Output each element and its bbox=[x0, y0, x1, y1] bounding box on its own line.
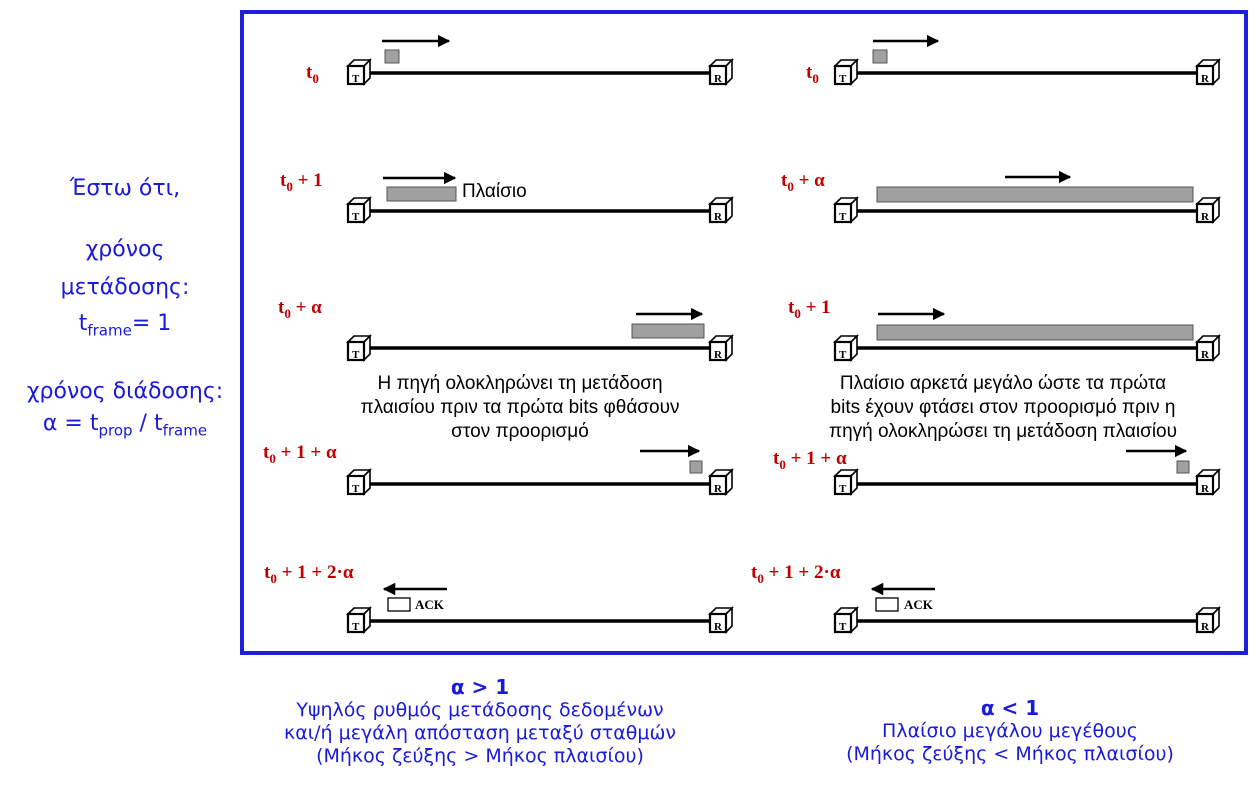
station-letter: R bbox=[714, 621, 723, 633]
caption-heading: α > 1 bbox=[450, 675, 510, 699]
right-r4-frame bbox=[1176, 460, 1190, 474]
station-letter: T bbox=[352, 483, 360, 495]
right-row5-link bbox=[833, 582, 1221, 634]
station-letter: T bbox=[352, 621, 360, 633]
left-r5-ack-frame bbox=[387, 597, 411, 612]
diagram-frame bbox=[240, 10, 1248, 655]
right-r3-frame bbox=[876, 324, 1194, 341]
left-r1-frame bbox=[384, 49, 400, 64]
station-letter: T bbox=[839, 621, 847, 633]
station-letter: R bbox=[714, 349, 723, 361]
station-letters: T R T R T R T R T R T R T R T R T R T R bbox=[352, 73, 1210, 633]
station-letter: T bbox=[352, 73, 360, 85]
station-letter: R bbox=[1201, 211, 1210, 223]
right-row1-link bbox=[833, 34, 1221, 86]
left-time-label-2: t0 + 1 bbox=[280, 170, 323, 194]
tframe-formula: tframe= 1 bbox=[78, 311, 172, 340]
station-letter: T bbox=[352, 211, 360, 223]
station-letter: R bbox=[1201, 73, 1210, 85]
right-row4-link bbox=[833, 444, 1221, 496]
caption-heading: α < 1 bbox=[980, 696, 1040, 720]
station-letter: R bbox=[1201, 483, 1210, 495]
station-letter: T bbox=[839, 211, 847, 223]
station-letter: T bbox=[839, 483, 847, 495]
frame-label: Πλαίσιο bbox=[462, 181, 527, 202]
right-time-label-2: t0 + α bbox=[781, 170, 825, 194]
right-r2-frame bbox=[876, 186, 1194, 203]
station-letter: T bbox=[839, 349, 847, 361]
caption-alpha-less: α < 1 Πλαίσιο μεγάλου μεγέθους (Μήκος ζε… bbox=[800, 697, 1220, 766]
left-row5-link bbox=[346, 582, 734, 634]
station-letter: R bbox=[1201, 349, 1210, 361]
left-time-label-3: t0 + α bbox=[278, 297, 322, 321]
left-row2-link bbox=[346, 171, 734, 224]
right-time-label-3: t0 + 1 bbox=[788, 297, 831, 321]
left-row4-link bbox=[346, 444, 734, 496]
left-row3-link bbox=[346, 307, 734, 362]
left-r2-frame bbox=[386, 186, 457, 202]
right-row2-link bbox=[833, 170, 1221, 224]
assumption-text: Έστω ότι, bbox=[69, 176, 181, 201]
left-time-label-1: t0 bbox=[306, 62, 319, 86]
station-letter: R bbox=[1201, 621, 1210, 633]
left-time-label-4: t0 + 1 + α bbox=[263, 442, 337, 466]
right-r1-frame bbox=[872, 49, 888, 64]
transmission-time-label-2: μετάδοσης: bbox=[60, 275, 190, 300]
station-letter: R bbox=[714, 483, 723, 495]
left-r4-frame bbox=[689, 460, 703, 474]
right-ack-label: ACK bbox=[904, 597, 933, 612]
station-letter: T bbox=[352, 349, 360, 361]
right-time-label-4: t0 + 1 + α bbox=[773, 448, 847, 472]
caption-alpha-greater: α > 1 Υψηλός ρυθμός μετάδοσης δεδομένων … bbox=[270, 676, 690, 768]
left-row1-link bbox=[346, 34, 734, 86]
station-letter: R bbox=[714, 211, 723, 223]
right-row3-link bbox=[833, 307, 1221, 362]
left-ack-label: ACK bbox=[415, 597, 444, 612]
left-time-label-5: t0 + 1 + 2·α bbox=[264, 562, 354, 586]
left-note: Η πηγή ολοκληρώνει τη μετάδοση πλαισίου … bbox=[360, 373, 680, 442]
station-letter: R bbox=[714, 73, 723, 85]
right-time-label-5: t0 + 1 + 2·α bbox=[751, 562, 841, 586]
station-letter: T bbox=[839, 73, 847, 85]
right-time-label-1: t0 bbox=[806, 62, 819, 86]
left-r3-frame bbox=[631, 323, 705, 339]
propagation-time-label: χρόνος διάδοσης: bbox=[26, 379, 224, 404]
alpha-formula: α = tprop / tframe bbox=[42, 411, 208, 440]
right-note: Πλαίσιο αρκετά μεγάλο ώστε τα πρώτα bits… bbox=[828, 373, 1178, 442]
right-r5-ack-frame bbox=[875, 597, 899, 612]
transmission-time-label: χρόνος bbox=[85, 237, 165, 262]
